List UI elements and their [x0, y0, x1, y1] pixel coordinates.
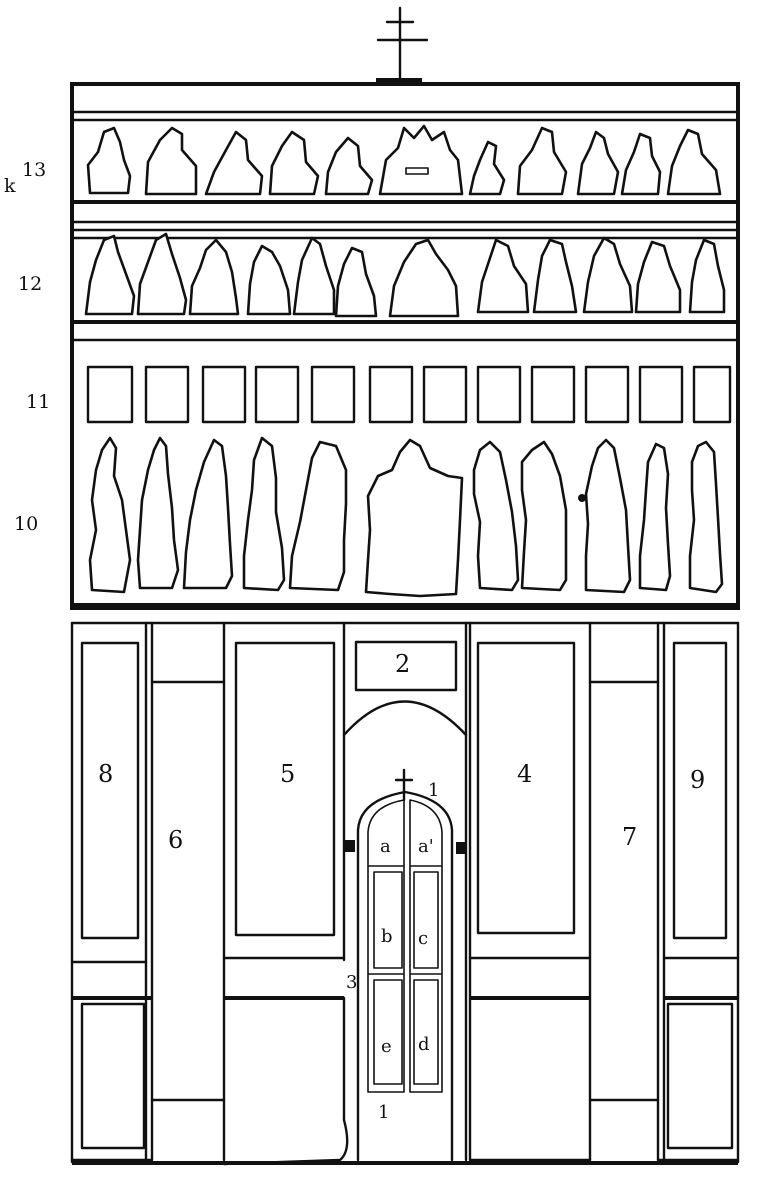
row-11-panel [368, 365, 414, 424]
row-10-figures [88, 436, 724, 598]
row-13-figure [666, 128, 722, 196]
row-10-figure [520, 440, 568, 592]
row-11-panel [476, 365, 522, 424]
row-13-figure [516, 126, 568, 196]
row-11-panel [86, 365, 134, 424]
row-13-book [405, 167, 429, 175]
row-10-figure [288, 440, 348, 592]
royal-doors [222, 768, 466, 1166]
row-13-figure [576, 130, 620, 196]
row-13-figure [324, 136, 374, 196]
row-12-center-figure [388, 238, 460, 318]
row-12-figure [334, 246, 378, 318]
panel-label-5: 5 [280, 760, 295, 788]
row-11-panel [584, 365, 630, 424]
row-10-center-figure [364, 438, 464, 598]
row-12-figure [476, 238, 530, 314]
panel-2 [354, 640, 458, 692]
row-11-panel [254, 365, 300, 424]
top-cross [376, 6, 429, 85]
panel-label-8: 8 [98, 760, 113, 788]
door-label-a-prime: a' [418, 836, 434, 857]
row-12-figure [582, 236, 634, 314]
row-13-figure [468, 140, 506, 196]
row-12-figure [188, 238, 240, 316]
panel-9-section [656, 621, 740, 1162]
panel-8 [80, 641, 140, 940]
panel-8-section [70, 621, 154, 1162]
margin-mark: k [4, 175, 16, 197]
row-10-dot [578, 494, 586, 502]
row-label-12: 12 [18, 273, 42, 295]
row-11-panel [638, 365, 684, 424]
door-label-a: a [380, 836, 391, 857]
door-hinge-right [456, 842, 466, 854]
panel-4-section [468, 621, 592, 1162]
row-13-figure [86, 126, 132, 195]
door-label-b: b [381, 926, 393, 947]
row-13-figure [620, 132, 662, 196]
row-10-figure [182, 438, 234, 590]
row-12-figure [688, 238, 726, 314]
row-10-figure [472, 440, 520, 592]
row-label-11: 11 [26, 391, 50, 413]
row-12-figure [136, 232, 188, 316]
row-13-figures [86, 124, 722, 196]
door-hinge-left [345, 840, 355, 852]
row-label-13: 13 [22, 159, 46, 181]
row-label-10: 10 [14, 513, 38, 535]
row-13-figure [268, 130, 320, 196]
central-arch [342, 700, 468, 737]
row-10-figure [688, 440, 724, 594]
column-6-section [150, 621, 226, 1162]
row-11-panel [144, 365, 190, 424]
row-13-center-figure [378, 124, 464, 196]
panel-label-2: 2 [395, 650, 410, 678]
door-label-c: c [418, 928, 428, 949]
row-12-figure [634, 240, 682, 314]
row-12-figure [84, 234, 136, 316]
panel-label-1-bottom: 1 [378, 1102, 389, 1123]
column-7-section [588, 621, 660, 1162]
row-10-figure [88, 436, 132, 594]
row-11-panel [692, 365, 732, 424]
row-10-figure [136, 436, 180, 590]
panel-5 [234, 641, 336, 937]
row-11-panel [201, 365, 247, 424]
row-11-panels [86, 365, 732, 424]
panel-2-section [342, 621, 468, 1162]
door-label-d: d [418, 1034, 430, 1055]
panel-label-1-top: 1 [428, 780, 439, 801]
row-11-panel [530, 365, 576, 424]
upper-tiers-frame [70, 82, 740, 610]
row-11-panel [422, 365, 468, 424]
row-10-figure [638, 442, 672, 592]
royal-doors-frame [356, 790, 454, 1162]
row-12-figures [84, 232, 726, 318]
panel-label-9: 9 [690, 766, 705, 794]
row-11-panel [310, 365, 356, 424]
row-13-figure [204, 130, 264, 196]
panel-9 [672, 641, 728, 940]
panel-label-3: 3 [346, 972, 357, 993]
panel-label-7: 7 [622, 823, 637, 851]
row-12-figure [532, 238, 578, 314]
panel-5-section [222, 621, 346, 1122]
row-12-figure [246, 244, 292, 316]
row-12-figure [292, 236, 336, 316]
door-label-e: e [381, 1036, 392, 1057]
panel-4 [476, 641, 576, 935]
row-10-figure [242, 436, 286, 592]
panel-label-6: 6 [168, 826, 183, 854]
panel-label-4: 4 [517, 760, 532, 788]
row-13-figure [144, 126, 198, 196]
row-10-figure [584, 438, 632, 594]
